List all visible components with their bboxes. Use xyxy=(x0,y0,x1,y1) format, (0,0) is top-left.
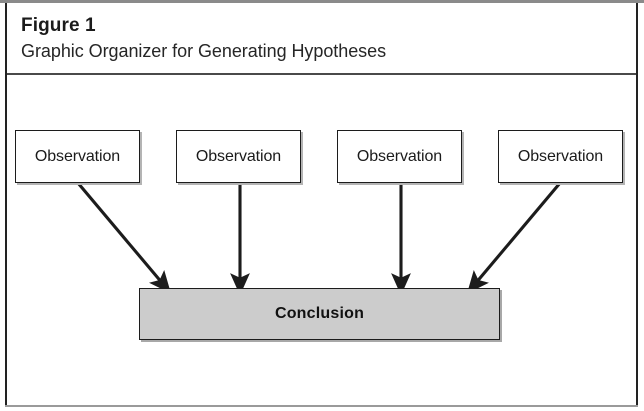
observation-box-3[interactable]: Observation xyxy=(337,130,462,183)
frame-right-border xyxy=(636,3,638,407)
figure-header: Figure 1 Graphic Organizer for Generatin… xyxy=(7,5,636,73)
observation-box-1[interactable]: Observation xyxy=(15,130,140,183)
frame-bottom-border xyxy=(5,405,638,407)
observation-label-4: Observation xyxy=(517,147,604,165)
observation-box-4[interactable]: Observation xyxy=(498,130,623,183)
conclusion-box[interactable]: Conclusion xyxy=(139,288,500,340)
arrow-layer xyxy=(76,182,562,296)
figure-title: Figure 1 xyxy=(21,15,96,36)
observation-label-3: Observation xyxy=(356,147,443,165)
arrow-observation-4-to-conclusion xyxy=(467,182,562,294)
diagram-canvas: Observation Observation Observation Obse… xyxy=(7,75,636,405)
frame-left-border xyxy=(5,3,7,407)
observation-box-2[interactable]: Observation xyxy=(176,130,301,183)
arrow-observation-1-to-conclusion xyxy=(76,182,171,294)
header-divider xyxy=(7,73,636,75)
observation-label-2: Observation xyxy=(195,147,282,165)
figure-subtitle: Graphic Organizer for Generating Hypothe… xyxy=(21,41,387,61)
observation-label-1: Observation xyxy=(34,147,121,165)
frame-top-rule xyxy=(0,0,644,3)
conclusion-label: Conclusion xyxy=(274,305,365,322)
